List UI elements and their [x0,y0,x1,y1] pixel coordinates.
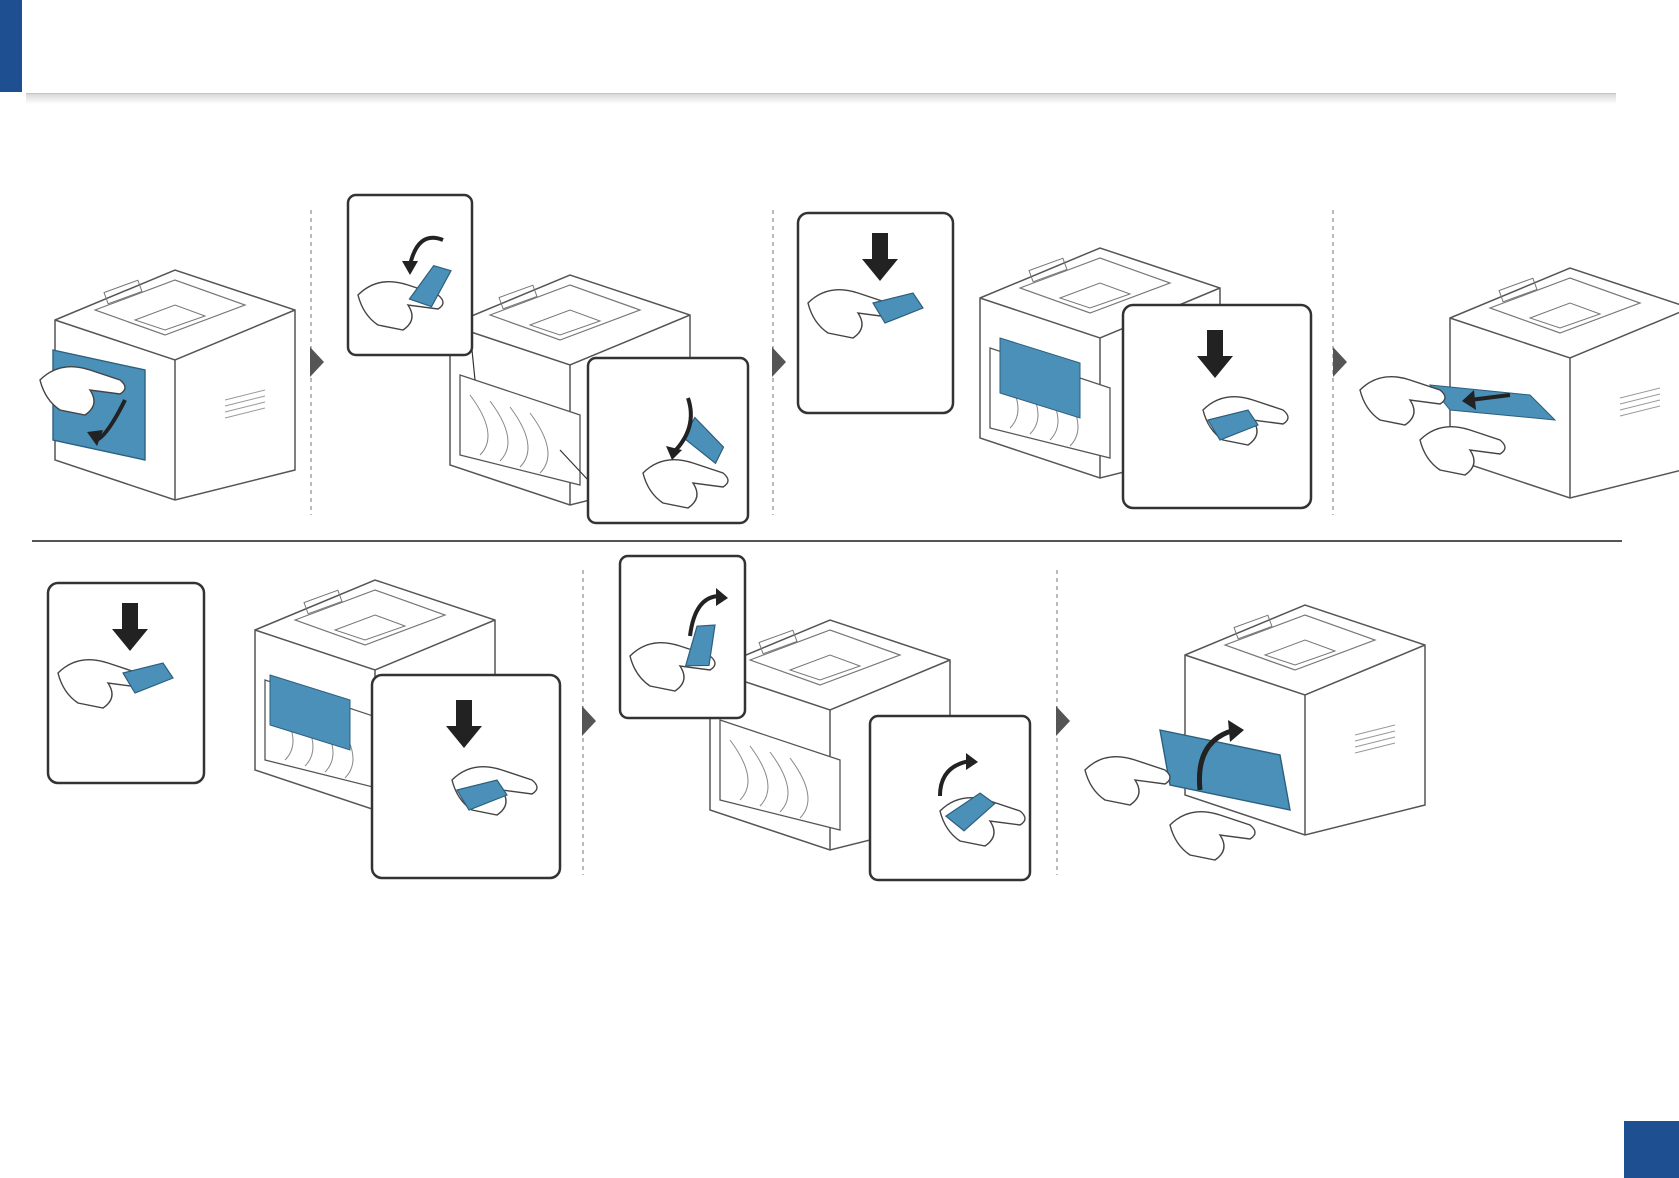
next-step-arrow [310,347,324,377]
step-press-down-tabs [798,213,1311,508]
next-step-arrow [772,347,786,377]
step-raise-fuser-levers [620,556,1030,880]
next-step-arrow [1056,706,1070,736]
next-step-arrow [1333,347,1347,377]
step-close-rear-cover [1085,605,1425,860]
step-lower-fuser-levers [348,195,748,523]
step-pull-out-jammed-paper [1360,268,1679,498]
step-open-rear-cover [40,270,295,500]
next-step-arrow [582,706,596,736]
step-close-duplex-guide [48,580,560,878]
